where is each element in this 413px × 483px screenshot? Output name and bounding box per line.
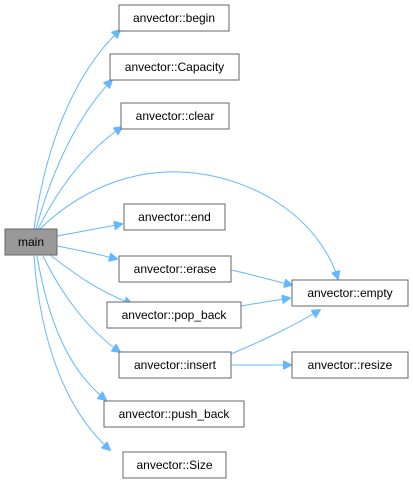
node-size-label: anvector::Size <box>136 458 212 472</box>
edge-main-size <box>33 255 110 450</box>
node-resize[interactable]: anvector::resize <box>291 351 409 379</box>
edge-main-begin <box>33 30 120 230</box>
edge-main-end <box>56 224 122 237</box>
node-clear-label: anvector::clear <box>136 109 215 123</box>
edge-main-push-back <box>36 255 106 400</box>
node-resize-label: anvector::resize <box>308 358 393 372</box>
node-end[interactable]: anvector::end <box>123 203 226 231</box>
node-clear[interactable]: anvector::clear <box>120 102 230 130</box>
edge-main-pop-back <box>49 254 132 304</box>
edge-main-capacity <box>35 80 112 230</box>
node-size[interactable]: anvector::Size <box>122 451 227 479</box>
edges <box>33 30 338 450</box>
edge-popback-empty <box>240 298 290 307</box>
node-end-label: anvector::end <box>138 210 211 224</box>
node-begin[interactable]: anvector::begin <box>118 4 230 32</box>
node-begin-label: anvector::begin <box>133 11 215 25</box>
node-empty-label: anvector::empty <box>307 286 392 300</box>
node-capacity-label: anvector::Capacity <box>125 60 224 74</box>
node-insert[interactable]: anvector::insert <box>118 351 232 379</box>
node-pop-back-label: anvector::pop_back <box>122 308 228 322</box>
node-erase-label: anvector::erase <box>134 262 217 276</box>
node-empty[interactable]: anvector::empty <box>291 279 409 307</box>
edge-main-erase <box>56 245 117 259</box>
node-erase[interactable]: anvector::erase <box>118 255 232 283</box>
node-insert-label: anvector::insert <box>134 358 217 372</box>
node-capacity[interactable]: anvector::Capacity <box>109 53 240 81</box>
edge-erase-empty <box>230 269 292 285</box>
edge-main-insert <box>42 255 120 352</box>
node-main-label: main <box>18 235 44 249</box>
node-push-back[interactable]: anvector::push_back <box>103 400 245 428</box>
edge-insert-empty <box>230 310 320 355</box>
node-pop-back[interactable]: anvector::pop_back <box>106 301 242 329</box>
edge-main-empty <box>39 171 338 279</box>
edge-main-clear <box>37 127 122 230</box>
node-main[interactable]: main <box>4 228 58 256</box>
node-push-back-label: anvector::push_back <box>119 407 231 421</box>
